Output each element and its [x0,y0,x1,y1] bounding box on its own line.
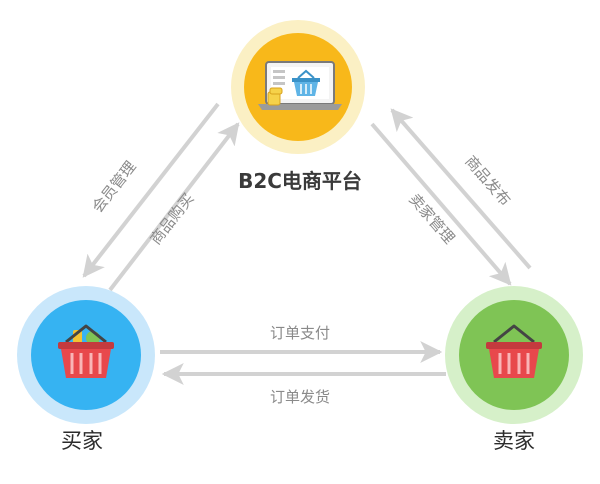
shopping-basket-icon [486,324,542,378]
seller-label: 卖家 [493,429,535,453]
laptop-shopping-basket-icon [258,61,342,110]
label-member-management: 会员管理 [88,158,139,216]
buyer-label: 买家 [61,429,103,453]
arrow-product-release [390,108,532,270]
label-product-purchase: 商品购买 [146,190,197,248]
arrow-product-purchase [108,122,240,292]
arrow-seller-management [370,122,512,286]
buyer-node [17,286,155,424]
seller-node [445,286,583,424]
label-order-shipment: 订单发货 [270,388,330,406]
platform-node [231,20,365,154]
shopping-basket-icon [58,324,114,378]
platform-label: B2C电商平台 [238,169,362,193]
label-order-payment: 订单支付 [270,324,330,342]
label-seller-management: 卖家管理 [405,190,458,247]
arrow-member-management [82,102,220,278]
